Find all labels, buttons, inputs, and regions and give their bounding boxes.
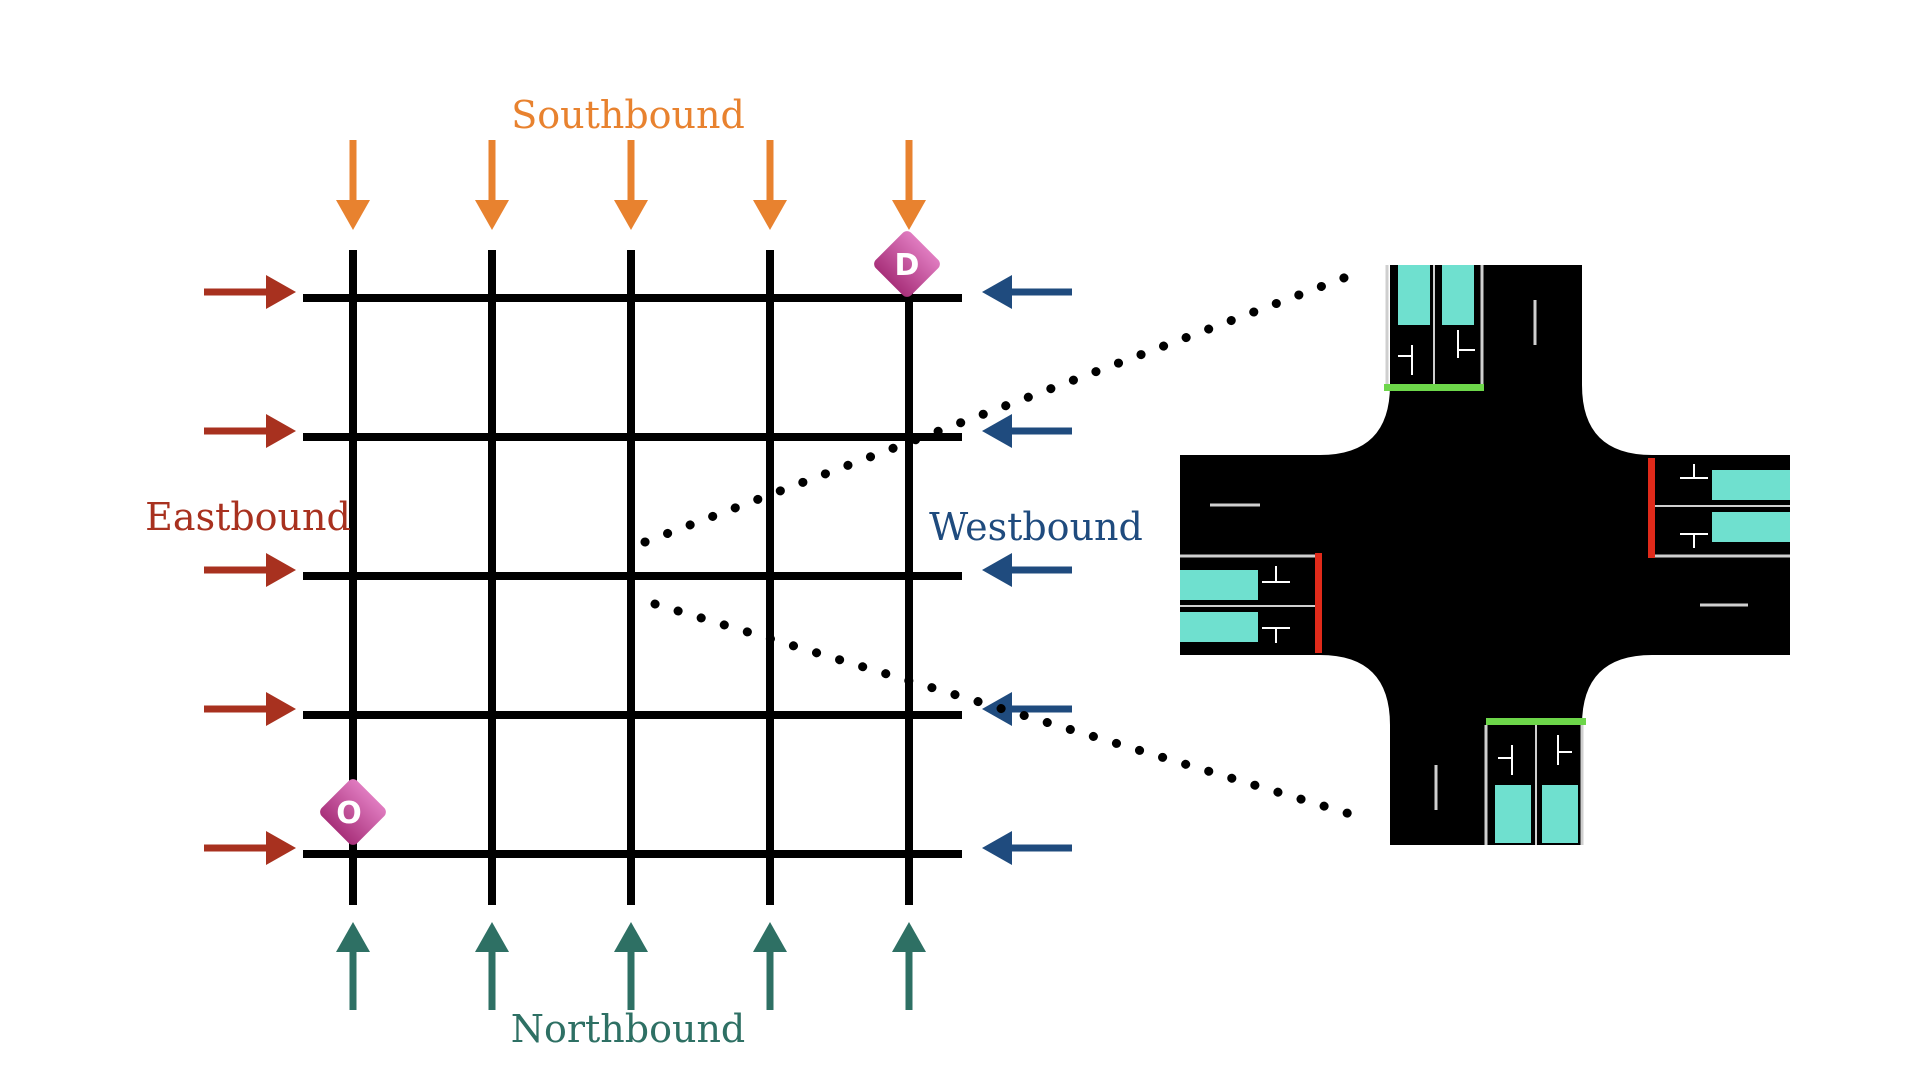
arrow-head [266,275,296,309]
arrow-head [614,922,648,952]
southbound-arrow [614,140,648,230]
westbound-arrow [982,414,1072,448]
westbound-arrow [982,553,1072,587]
signal-south [1486,718,1586,725]
road-grid [303,250,962,905]
south-approach [1434,718,1586,845]
arrow-head [475,922,509,952]
eastbound-arrow [204,414,296,448]
arrow-head [614,200,648,230]
southbound-arrow [892,140,926,230]
eastbound-arrow [204,692,296,726]
destination-marker: D [874,231,940,297]
arrow-head [982,553,1012,587]
east-approach [1648,458,1790,607]
northbound-label: Northbound [511,1007,746,1051]
arrow-head [982,275,1012,309]
northbound-arrow [614,922,648,1010]
arrow-head [982,414,1012,448]
destination-label: D [895,248,920,283]
northbound-arrow [336,922,370,1010]
vehicle-icon [1495,785,1531,843]
arrow-head [892,922,926,952]
arrow-head [336,200,370,230]
signal-west [1315,553,1322,653]
eastbound-arrow [204,553,296,587]
westbound-arrow [982,275,1072,309]
southbound-arrow [753,140,787,230]
arrow-head [266,692,296,726]
arrow-head [892,200,926,230]
west-approach [1180,503,1322,653]
westbound-arrow [982,831,1072,865]
eastbound-label: Eastbound [145,495,351,539]
southbound-label: Southbound [511,93,745,137]
vehicle-icon [1180,612,1258,642]
northbound-arrow [892,922,926,1010]
signal-east [1648,458,1655,558]
entry-arrows [204,140,1072,1010]
zoomed-intersection [1180,265,1790,845]
diamond-marker-icon [320,779,386,845]
vehicle-icon [1180,570,1258,600]
vehicle-icon [1542,785,1578,843]
arrow-head [266,831,296,865]
vehicle-icon [1712,470,1790,500]
north-approach [1384,265,1537,391]
arrow-head [336,922,370,952]
arrow-head [266,414,296,448]
arrow-head [982,831,1012,865]
origin-label: O [336,796,362,831]
vehicle-icon [1398,265,1430,325]
arrow-head [753,922,787,952]
zoom-line-upper [640,265,1370,547]
arrow-head [475,200,509,230]
northbound-arrow [753,922,787,1010]
eastbound-arrow [204,831,296,865]
northbound-arrow [475,922,509,1010]
eastbound-arrow [204,275,296,309]
vehicle-icon [1712,512,1790,542]
intersection-road [1180,265,1790,845]
westbound-arrow [982,692,1072,726]
diamond-marker-icon [874,231,940,297]
westbound-label: Westbound [929,505,1143,549]
signal-north [1384,384,1484,391]
arrow-head [753,200,787,230]
southbound-arrow [336,140,370,230]
zoom-line-lower [650,599,1375,825]
southbound-arrow [475,140,509,230]
origin-marker: O [320,779,386,845]
arrow-head [266,553,296,587]
zoom-callout-lines [640,265,1375,825]
vehicle-icon [1442,265,1474,325]
